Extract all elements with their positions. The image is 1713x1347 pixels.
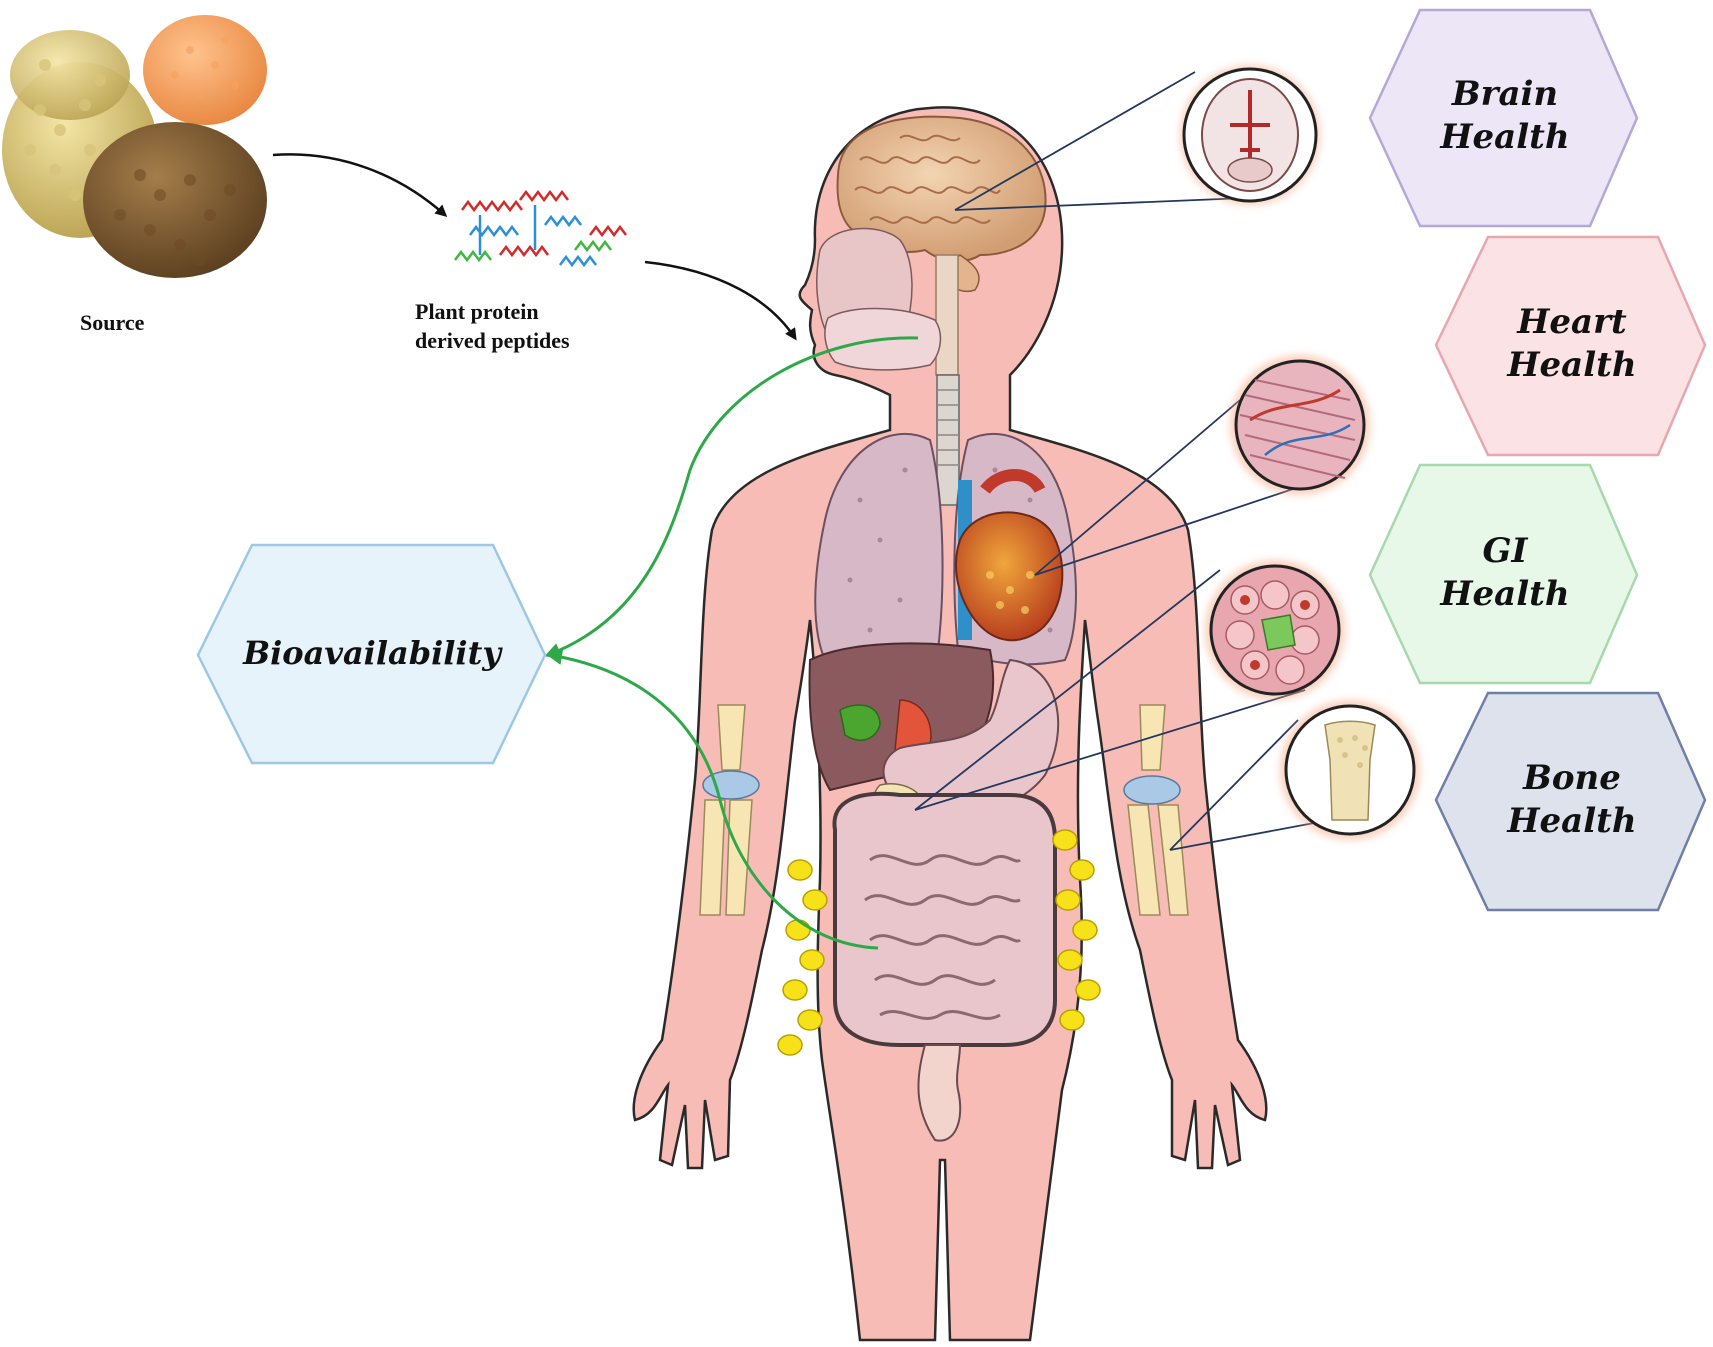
source-label: Source [80, 310, 145, 335]
bone-health-hexagon: Bone Health [1434, 691, 1707, 912]
abdominal-organs [808, 642, 1060, 833]
bone-health-label-1: Bone [1522, 758, 1621, 798]
peptides-label-line2: derived peptides [415, 328, 570, 353]
peptide-chains-illustration [454, 189, 627, 268]
trachea [936, 374, 960, 506]
brain-health-hexagon: Brain Health [1368, 8, 1639, 228]
heart-health-label-1: Heart [1516, 302, 1627, 342]
bioavailability-label: Bioavailability [242, 634, 503, 672]
bone-magnified-view [1280, 700, 1420, 840]
callout-lines [914, 71, 1331, 851]
heart-health-hexagon: Heart Health [1434, 235, 1707, 457]
peptides-to-mouth-arrow [644, 260, 797, 341]
gi-health-hexagon: GI Health [1368, 463, 1639, 685]
fat-cells [777, 829, 1101, 1056]
left-knee-joint [699, 704, 760, 916]
intestine-to-bioavailability-arrow [546, 649, 879, 950]
gi-cells-magnified-view [1205, 560, 1345, 700]
peptides-label-line1: Plant protein [415, 299, 539, 324]
brain-anatomy [816, 115, 1047, 376]
source-legumes-image [2, 8, 267, 280]
brain-magnified-view [1180, 65, 1320, 205]
bone-health-label-2: Health [1506, 801, 1636, 841]
bioavailability-hexagon: Bioavailability [196, 543, 547, 765]
heart-anatomy [954, 469, 1064, 642]
mouth-to-bioavailability-arrow [544, 336, 919, 659]
source-to-peptides-arrow [272, 153, 448, 217]
gi-health-label-2: Health [1439, 574, 1569, 614]
intestines [832, 791, 1057, 1142]
heart-health-label-2: Health [1506, 345, 1636, 385]
brain-health-label-2: Health [1439, 117, 1569, 157]
gi-health-label-1: GI [1483, 531, 1529, 571]
heart-muscle-magnified-view [1230, 355, 1370, 495]
brain-health-label-1: Brain [1451, 74, 1558, 114]
